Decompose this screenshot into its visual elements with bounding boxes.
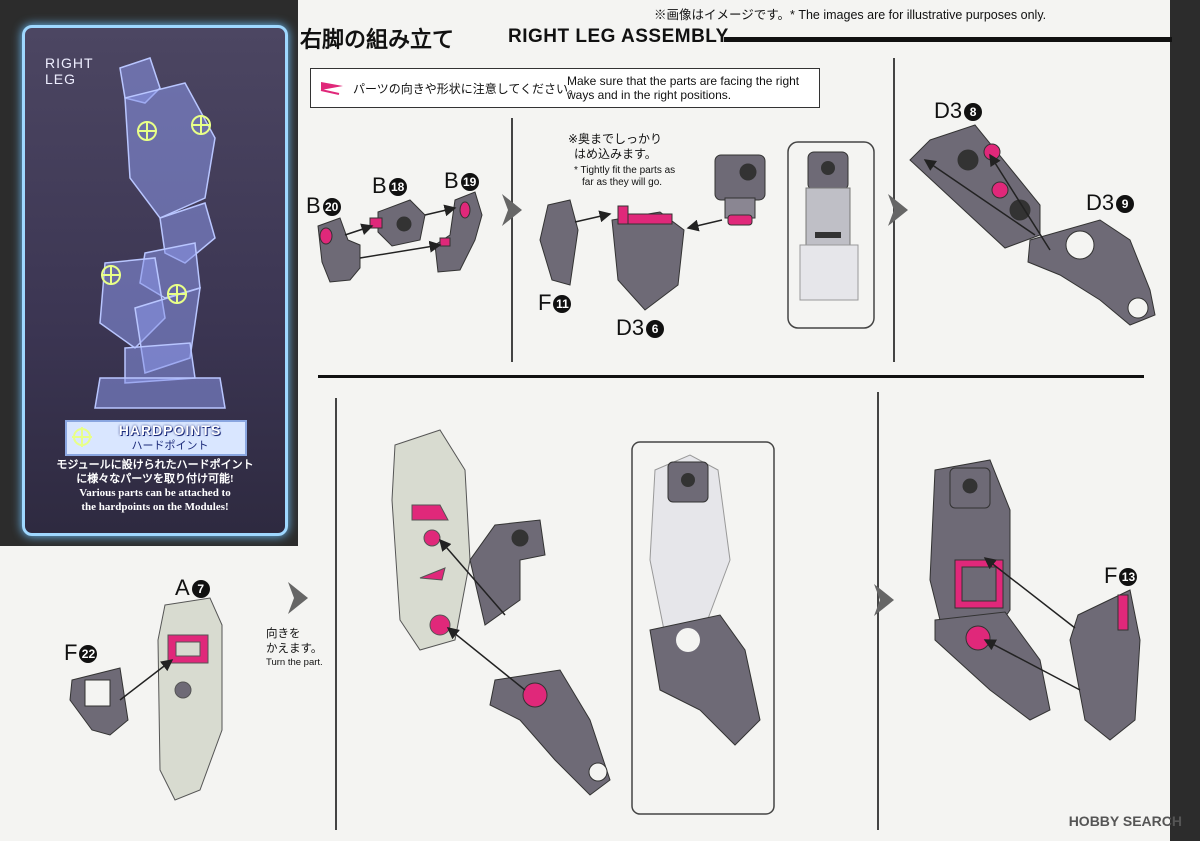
step-arrow-3 bbox=[288, 582, 308, 614]
right-leg-card: RIGHT LEG HARDPOINTS ハードポイント モジュールに設けら bbox=[22, 25, 288, 536]
tight-fit-note-jp: ※奥までしっかりはめ込みます。 bbox=[568, 132, 663, 161]
card-label: RIGHT LEG bbox=[45, 55, 94, 87]
watermark: HOBBY SEARCH bbox=[1068, 813, 1182, 829]
desc-en-line1: Various parts can be attached to bbox=[79, 487, 231, 499]
desc-jp-line2: に様々なパーツを取り付け可能! bbox=[76, 473, 234, 485]
image-notice: ※画像はイメージです。* The images are for illustra… bbox=[654, 8, 1047, 22]
leg-hologram-illustration bbox=[94, 57, 226, 409]
caution-arrow-icon bbox=[320, 82, 343, 95]
caution-note-en: Make sure that the parts are facing the … bbox=[567, 74, 800, 102]
header-rule bbox=[724, 37, 1172, 42]
turn-part-note-jp: 向きをかえます。 bbox=[266, 626, 323, 655]
page-title-en: RIGHT LEG ASSEMBLY bbox=[508, 26, 729, 47]
turn-part-note-en: Turn the part. bbox=[266, 657, 323, 668]
caution-note-jp: パーツの向きや形状に注意してください。 bbox=[353, 82, 581, 96]
card-label-line2: LEG bbox=[45, 71, 77, 87]
hardpoints-subtitle: ハードポイント bbox=[131, 439, 209, 452]
right-dark-edge bbox=[1170, 0, 1200, 841]
row-divider bbox=[318, 375, 1144, 378]
hardpoints-title: HARDPOINTS bbox=[118, 422, 222, 438]
desc-en-line2: the hardpoints on the Modules! bbox=[81, 501, 229, 513]
hardpoint-icon bbox=[72, 427, 92, 447]
divider-2 bbox=[893, 58, 895, 362]
hardpoints-badge: HARDPOINTS ハードポイント bbox=[65, 420, 247, 456]
step-arrow-2 bbox=[888, 194, 908, 226]
card-label-line1: RIGHT bbox=[45, 55, 94, 71]
page-title-jp: 右脚の組み立て bbox=[300, 28, 455, 53]
step-arrow-4 bbox=[874, 584, 894, 616]
desc-jp-line1: モジュールに設けられたハードポイント bbox=[56, 459, 254, 471]
hardpoints-description: モジュールに設けられたハードポイント に様々なパーツを取り付け可能! Vario… bbox=[37, 458, 273, 514]
divider-4 bbox=[335, 398, 337, 830]
step-arrow-1 bbox=[502, 194, 522, 226]
caution-note: パーツの向きや形状に注意してください。 Make sure that the p… bbox=[310, 68, 820, 108]
divider-1 bbox=[511, 118, 513, 362]
